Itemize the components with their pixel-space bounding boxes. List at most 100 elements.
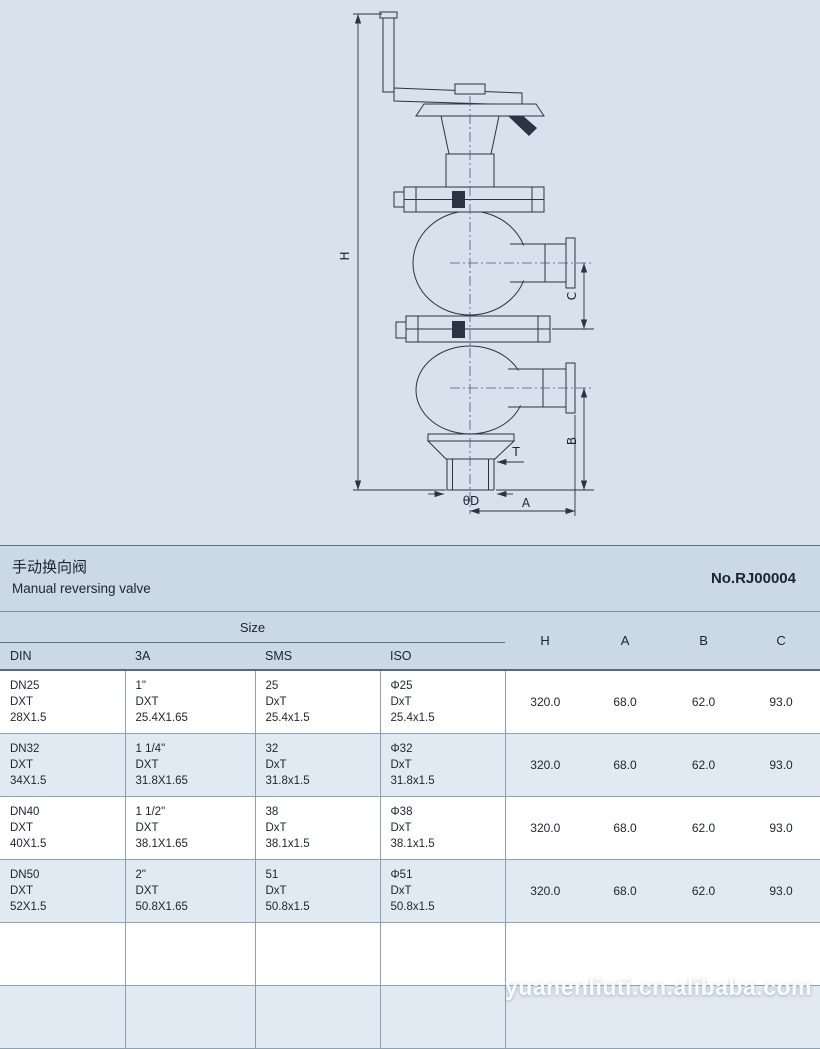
sms-dim: 38.1x1.5	[265, 838, 310, 850]
din-size: DN25	[10, 680, 40, 692]
threeA-size: 1 1/4"	[135, 743, 166, 755]
threeA-type: DXT	[135, 885, 159, 897]
sms-cell: 32 DxT 31.8x1.5	[255, 733, 381, 797]
dim-label-c: C	[565, 292, 579, 300]
din-type: DXT	[10, 822, 33, 834]
dim-label-a: A	[522, 496, 531, 510]
iso-dim: 38.1x1.5	[390, 838, 435, 850]
table-row: DN50 DXT 52X1.5 2" DXT 50.8X1.65 51 DxT …	[0, 859, 820, 923]
sms-size: 32	[265, 743, 279, 755]
h-value: 320.0	[505, 796, 586, 860]
centerlines	[450, 96, 594, 514]
sms-type: DxT	[265, 696, 287, 708]
iso-cell: Φ32 DxT 31.8x1.5	[380, 733, 506, 797]
h-value: 320.0	[505, 859, 586, 923]
a-value: 68.0	[585, 859, 666, 923]
b-value: 62.0	[665, 670, 743, 734]
size-header: Size	[0, 612, 506, 643]
title-band: 手动换向阀 Manual reversing valve No.RJ00004	[0, 545, 820, 612]
threeA-dim: 50.8X1.65	[135, 901, 188, 913]
col-header-3a: 3A	[125, 642, 255, 671]
threeA-cell: 2" DXT 50.8X1.65	[125, 859, 256, 923]
sms-size: 25	[265, 680, 279, 692]
b-value: 62.0	[665, 796, 743, 860]
sms-size: 38	[265, 806, 279, 818]
iso-size: Φ25	[390, 680, 413, 692]
din-dim: 52X1.5	[10, 901, 47, 913]
middle-clamp	[395, 315, 551, 343]
b-value: 62.0	[665, 859, 743, 923]
din-cell: DN32 DXT 34X1.5	[0, 733, 126, 797]
h-value: 320.0	[505, 733, 586, 797]
sms-cell: 51 DxT 50.8x1.5	[255, 859, 381, 923]
threeA-dim: 38.1X1.65	[135, 838, 188, 850]
dimension-labels: H C B T θD A	[338, 251, 579, 510]
dim-label-t: T	[511, 445, 520, 459]
threeA-size: 2"	[135, 869, 146, 881]
din-size: DN32	[10, 743, 40, 755]
size-header-row: Size H A B C	[0, 612, 820, 671]
h-value: 320.0	[505, 670, 586, 734]
threeA-type: DXT	[135, 759, 159, 771]
threeA-cell: 1 1/2" DXT 38.1X1.65	[125, 796, 256, 860]
sms-type: DxT	[265, 759, 287, 771]
iso-type: DxT	[390, 822, 412, 834]
threeA-size: 1"	[135, 680, 146, 692]
c-value: 93.0	[742, 796, 820, 860]
col-header-a: A	[585, 612, 666, 671]
iso-size: Φ32	[390, 743, 413, 755]
dim-label-b: B	[565, 437, 579, 445]
actuator-bonnet	[415, 103, 545, 188]
din-size: DN50	[10, 869, 40, 881]
empty-cell	[505, 922, 820, 986]
threeA-dim: 25.4X1.65	[135, 712, 188, 724]
iso-size: Φ51	[390, 869, 413, 881]
sms-type: DxT	[265, 885, 287, 897]
c-value: 93.0	[742, 670, 820, 734]
iso-type: DxT	[390, 885, 412, 897]
col-header-h: H	[505, 612, 586, 671]
iso-dim: 25.4x1.5	[390, 712, 435, 724]
dim-label-h: H	[338, 251, 352, 260]
din-dim: 28X1.5	[10, 712, 47, 724]
standards-header-row: DIN 3A SMS ISO	[0, 642, 820, 671]
dimension-lines	[353, 13, 594, 516]
product-title-zh: 手动换向阀	[12, 559, 88, 576]
iso-type: DxT	[390, 696, 412, 708]
threeA-cell: 1" DXT 25.4X1.65	[125, 670, 256, 734]
empty-cell	[125, 985, 256, 1049]
sms-type: DxT	[265, 822, 287, 834]
threeA-size: 1 1/2"	[135, 806, 166, 818]
table-row: DN32 DXT 34X1.5 1 1/4" DXT 31.8X1.65 32 …	[0, 733, 820, 797]
outlet-pipe	[426, 433, 516, 491]
din-type: DXT	[10, 885, 33, 897]
sms-size: 51	[265, 869, 279, 881]
col-header-iso: ISO	[380, 642, 506, 671]
table-row: DN25 DXT 28X1.5 1" DXT 25.4X1.65 25 DxT …	[0, 670, 820, 734]
col-header-sms: SMS	[255, 642, 380, 671]
sms-dim: 50.8x1.5	[265, 901, 310, 913]
drawing-panel: H C B T θD A	[0, 0, 820, 545]
empty-cell	[380, 922, 506, 986]
empty-cell	[255, 922, 381, 986]
din-cell: DN40 DXT 40X1.5	[0, 796, 126, 860]
din-size: DN40	[10, 806, 40, 818]
empty-cell	[380, 985, 506, 1049]
lower-valve-body	[415, 345, 576, 435]
col-header-din: DIN	[0, 642, 125, 671]
sms-cell: 25 DxT 25.4x1.5	[255, 670, 381, 734]
a-value: 68.0	[585, 670, 666, 734]
document-number: No.RJ00004	[710, 570, 796, 587]
iso-cell: Φ51 DxT 50.8x1.5	[380, 859, 506, 923]
iso-dim: 31.8x1.5	[390, 775, 435, 787]
clamp-bolt-icon	[452, 191, 465, 208]
sms-cell: 38 DxT 38.1x1.5	[255, 796, 381, 860]
c-value: 93.0	[742, 859, 820, 923]
empty-cell	[0, 985, 126, 1049]
iso-size: Φ38	[390, 806, 413, 818]
iso-type: DxT	[390, 759, 412, 771]
b-value: 62.0	[665, 733, 743, 797]
dim-label-d: θD	[463, 494, 480, 508]
valve-technical-drawing: H C B T θD A	[338, 11, 594, 516]
iso-cell: Φ38 DxT 38.1x1.5	[380, 796, 506, 860]
